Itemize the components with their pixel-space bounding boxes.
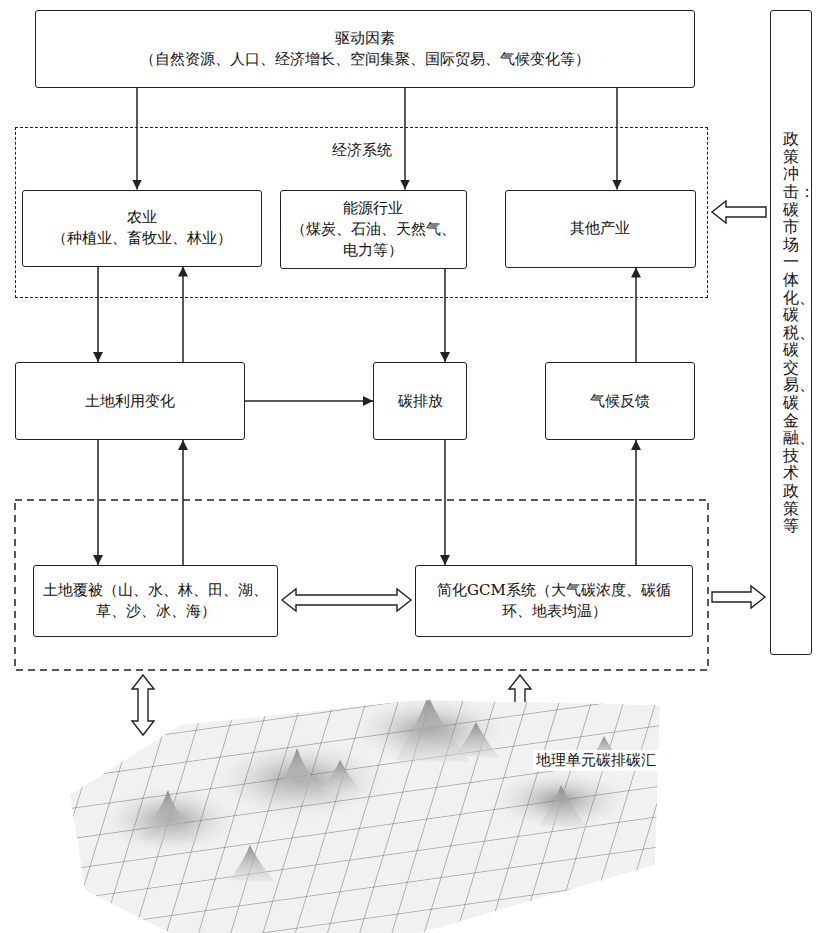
flow-arrow [635,440,637,565]
emission-peak [230,845,275,882]
flow-arrow [635,268,637,363]
policy-box: 政策冲击：碳市场一体化、碳税、碳交易、碳金融、技术政策等 [770,10,812,655]
sector-box: 农业（种植业、畜牧业、林业） [22,190,262,267]
process-box: 碳排放 [373,362,467,440]
hollow-arrow [712,586,765,608]
road-grid [60,690,670,933]
system-box: 简化GCM系统（大气碳浓度、碳循环、地表均温） [415,565,693,637]
flow-arrow [404,88,406,190]
node-title: 政策冲击：碳市场一体化、碳税、碳交易、碳金融、技术政策等 [783,130,799,535]
process-box: 气候反馈 [545,362,695,440]
node-title: 其他产业 [570,218,630,239]
driver-box: 驱动因素（自然资源、人口、经济增长、空间集聚、国际贸易、气候变化等） [35,10,695,88]
sector-box: 其他产业 [505,190,696,268]
emission-peak [455,722,500,758]
flow-arrow [97,440,99,565]
node-title: 经济系统 [16,140,707,161]
flow-arrow [136,88,138,190]
hollow-double-arrow [132,675,154,735]
flow-arrow [97,267,99,363]
node-detail: （种植业、畜牧业、林业） [52,228,232,249]
emission-peak [320,760,362,792]
node-title: 农业 [127,207,157,228]
node-title: 碳排放 [398,391,443,412]
emission-peak [540,785,588,828]
earth-system-dashed-box [15,500,708,670]
sector-box: 能源行业（煤炭、石油、天然气、电力等） [280,190,467,269]
economic-system-group: 经济系统农业（种植业、畜牧业、林业）能源行业（煤炭、石油、天然气、电力等）其他产… [15,127,708,298]
node-detail: （自然资源、人口、经济增长、空间集聚、国际贸易、气候变化等） [140,49,590,70]
system-box: 土地覆被（山、水、林、田、湖、草、沙、冰、海） [33,565,278,637]
hollow-arrow [712,201,766,223]
hollow-arrow [282,589,411,611]
map-label: 地理单元碳排碳汇 [533,750,659,771]
flow-arrow [182,440,184,565]
node-title: 气候反馈 [590,391,650,412]
flow-arrow [444,269,446,363]
carbon-surface-map [60,690,670,933]
node-title: 简化GCM系统（大气碳浓度、碳循环、地表均温） [424,580,684,622]
flow-arrow [245,400,373,402]
node-title: 土地覆被（山、水、林、田、湖、草、沙、冰、海） [42,580,269,622]
node-title: 土地利用变化 [85,391,175,412]
node-title: 能源行业 [343,198,403,219]
flow-arrow [444,440,446,565]
node-title: 驱动因素 [335,28,395,49]
process-box: 土地利用变化 [15,362,245,440]
flow-arrow [616,88,618,190]
node-detail: （煤炭、石油、天然气、电力等） [289,219,458,261]
emission-peak [140,790,200,842]
emission-peak [270,748,330,802]
flow-arrow [182,267,184,363]
